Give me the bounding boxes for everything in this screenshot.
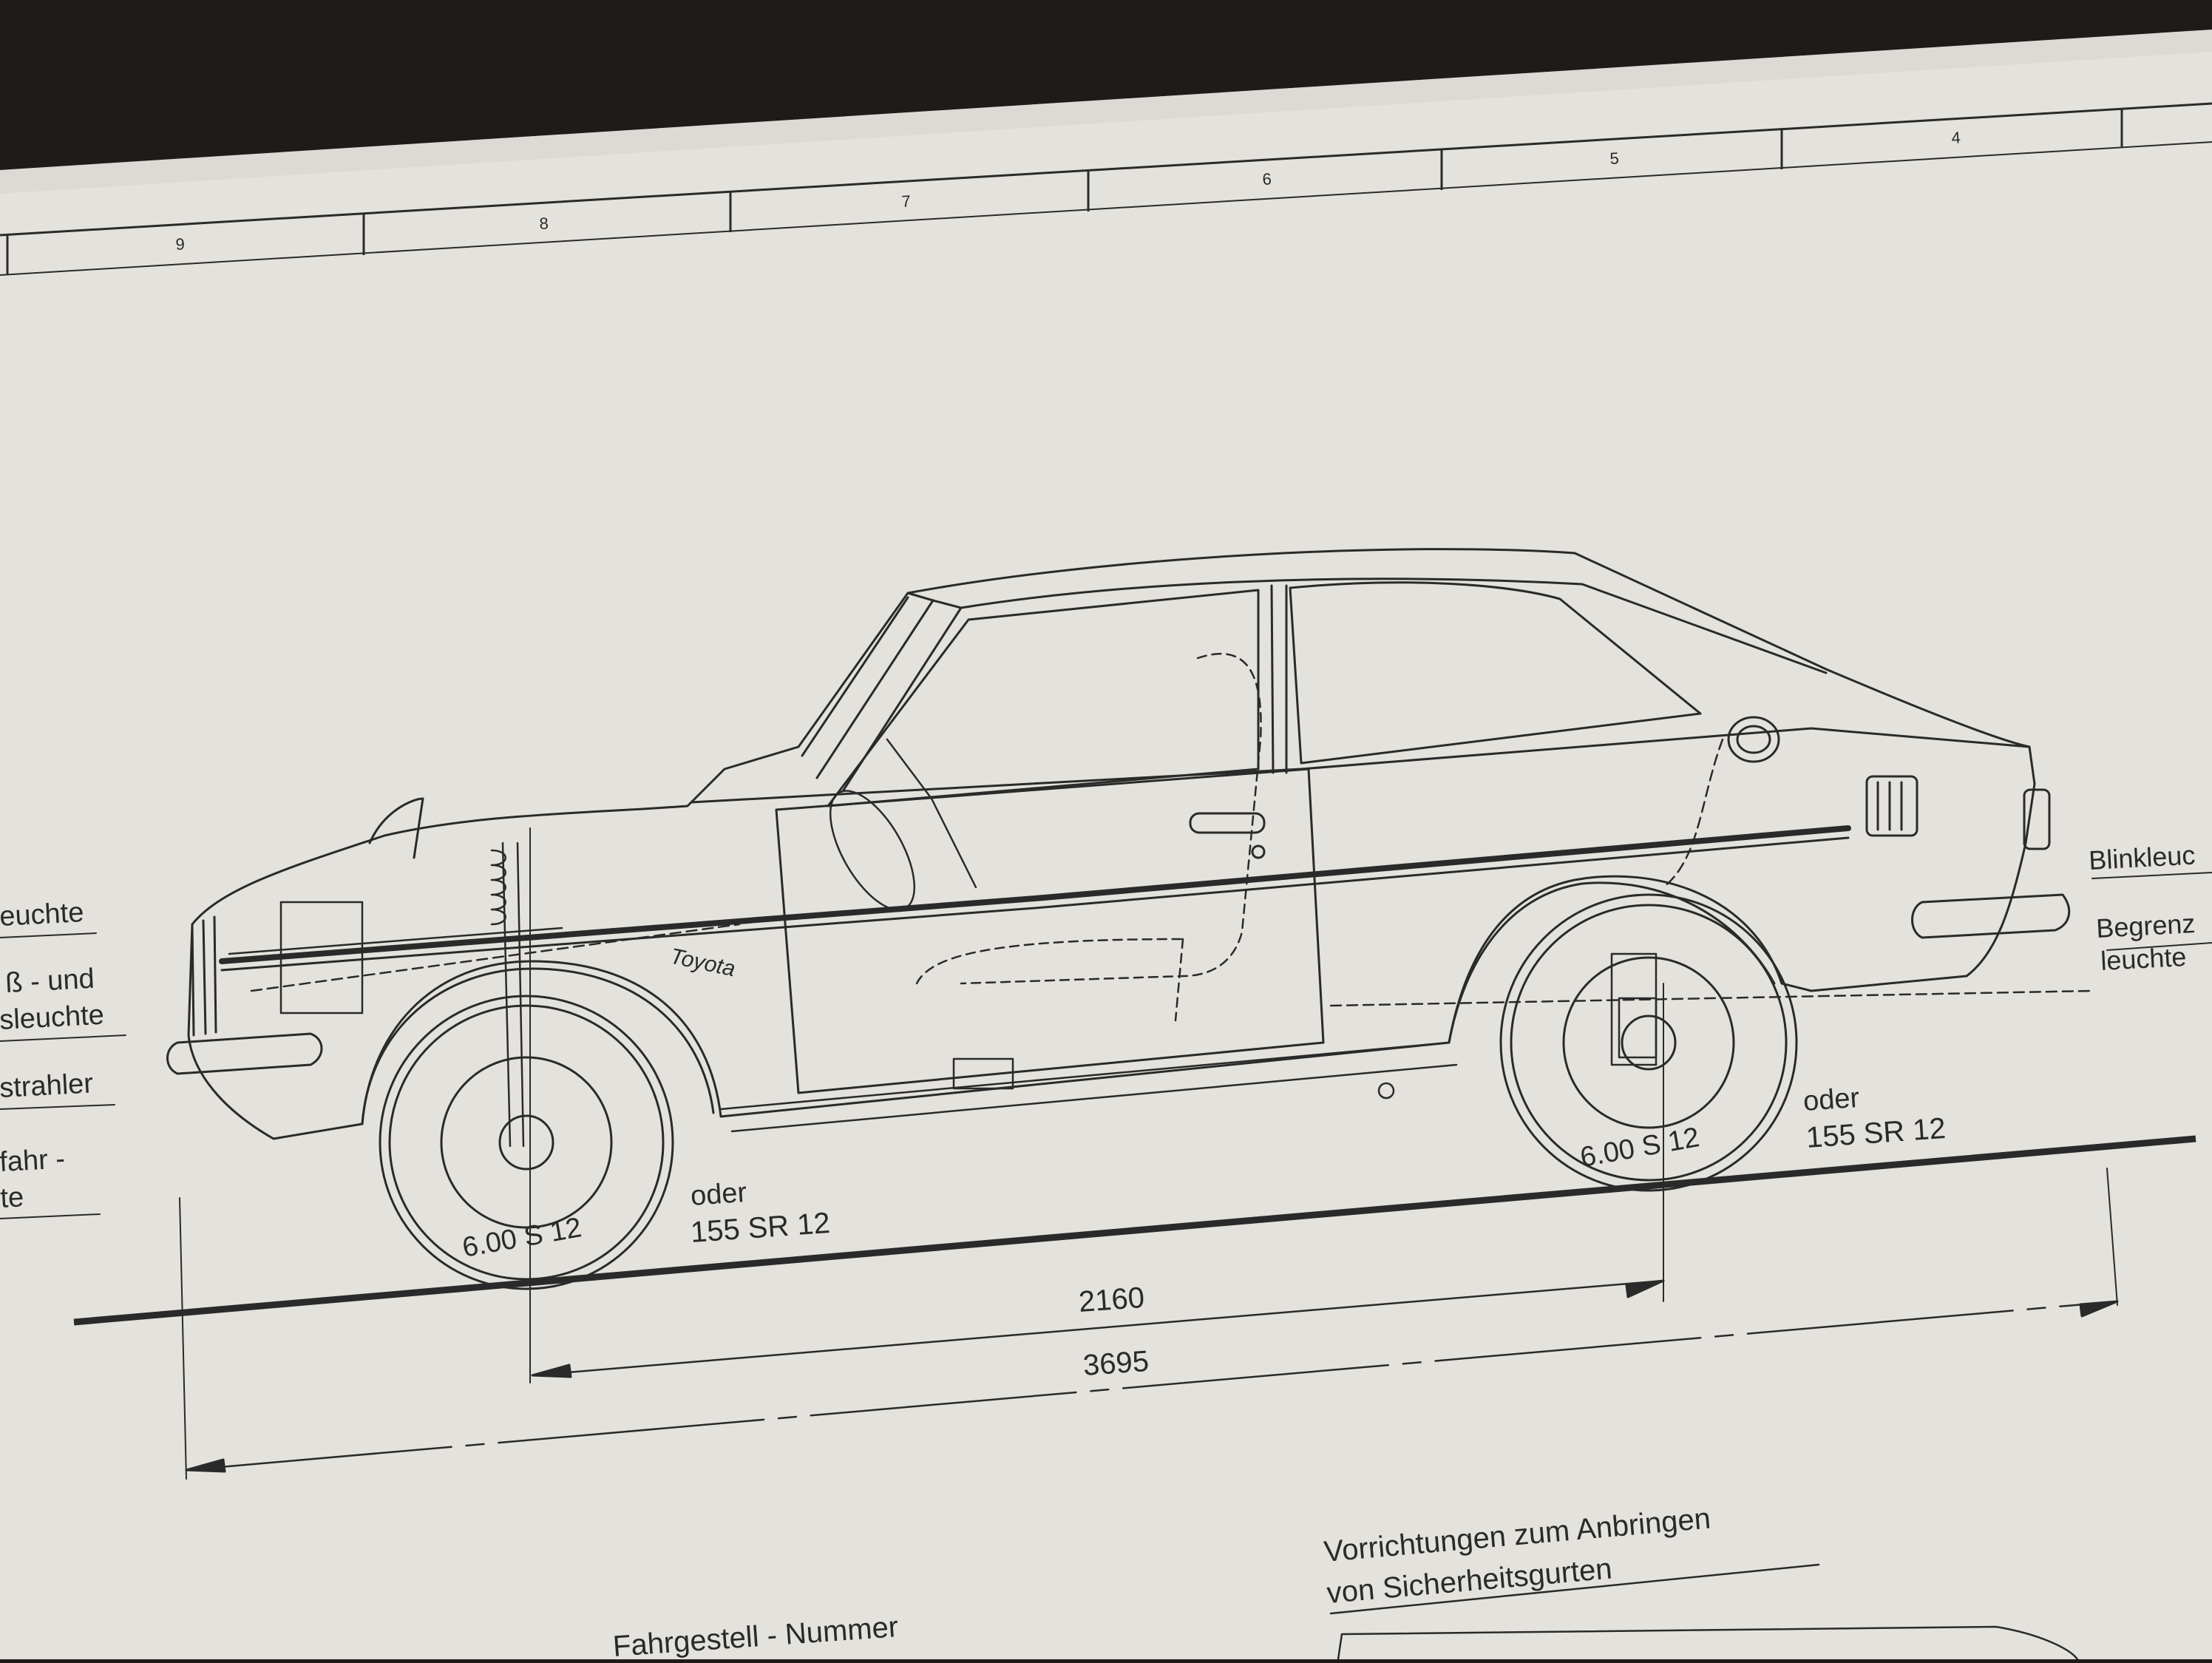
grid-label-5: 5 [1609, 149, 1620, 168]
left-label-underline-4 [0, 1213, 101, 1219]
roof-line [906, 578, 1828, 674]
left-label-1: euchte [0, 897, 84, 932]
right-label-2a: Begrenz [2095, 908, 2196, 944]
rear-side-window [1289, 581, 1702, 765]
wheelbase-dimension-line [531, 1279, 1665, 1377]
rear-axle-internals [1329, 738, 2094, 1066]
front-bumper [166, 1032, 323, 1075]
beltline [690, 727, 2031, 804]
seatbelt-note-underline [1329, 1563, 1820, 1615]
wheelbase-arrow-left [531, 1364, 572, 1378]
wheelbase-arrow-right [1625, 1279, 1665, 1298]
length-arrow-left [185, 1458, 226, 1473]
right-label-underline-2 [2106, 942, 2212, 951]
underbody [719, 1041, 1458, 1133]
front-tire-alt-word: oder [690, 1177, 748, 1212]
front-side-window [827, 589, 1260, 807]
fuel-cap-inner [1736, 725, 1771, 754]
door-handle [1189, 812, 1266, 834]
front-grille [191, 915, 217, 1037]
rear-wheel [1499, 893, 1798, 1192]
fuel-cap [1727, 716, 1780, 763]
rear-turn-lamp [2023, 788, 2051, 850]
paper-sheet [0, 30, 2212, 1659]
paper-shadow-band [0, 30, 2212, 194]
car-drawing [0, 548, 2212, 1661]
front-overhang-extension [179, 1197, 187, 1480]
rear-overhang-extension [2106, 1168, 2118, 1306]
grid-label-6: 6 [1262, 169, 1272, 189]
side-molding-lower [220, 836, 1850, 972]
door-lock [1251, 844, 1266, 859]
wheelbase-value: 2160 [1078, 1281, 1146, 1318]
b-pillar [1270, 584, 1275, 774]
grid-label-9: 9 [175, 234, 186, 254]
rear-vent-grille [1865, 775, 1918, 837]
right-label-underline-1 [2091, 872, 2212, 879]
length-arrow-right [2079, 1300, 2119, 1318]
left-label-2a: ß - und [4, 963, 95, 999]
left-label-underline-3 [0, 1104, 115, 1110]
grid-label-7: 7 [901, 192, 912, 211]
left-label-4b: nte [0, 1182, 24, 1215]
front-headlight [368, 797, 424, 859]
grid-ruler [0, 102, 2212, 276]
overall-length-dimension-line [185, 1300, 2119, 1471]
left-label-underline-1 [0, 932, 97, 938]
overall-length-value: 3695 [1082, 1345, 1150, 1382]
seatbelt-diagram-fragment [1337, 1625, 2079, 1661]
front-wheel-arch [361, 967, 715, 1125]
steering-column [829, 738, 977, 911]
seat-outline [915, 652, 1262, 1022]
left-label-3: strahler [0, 1068, 94, 1104]
door-outline [775, 768, 1325, 1094]
front-suspension [228, 841, 741, 1148]
right-label-2b: leuchte [2100, 941, 2187, 976]
rear-tire-alt-word: oder [1802, 1083, 1861, 1117]
front-wheel [379, 995, 674, 1290]
rear-wheel-arch [1448, 881, 1776, 1044]
ground-line [73, 1135, 2196, 1326]
right-label-1: Blinkleuc [2088, 840, 2196, 875]
left-label-2b: sleuchte [0, 1000, 105, 1036]
left-label-4a: fahr - [0, 1143, 66, 1178]
grid-label-8: 8 [539, 214, 549, 233]
side-molding [219, 825, 1851, 964]
grid-label-4: 4 [1951, 128, 1961, 147]
left-label-underline-2 [0, 1034, 126, 1042]
rear-bumper [1911, 893, 2071, 939]
